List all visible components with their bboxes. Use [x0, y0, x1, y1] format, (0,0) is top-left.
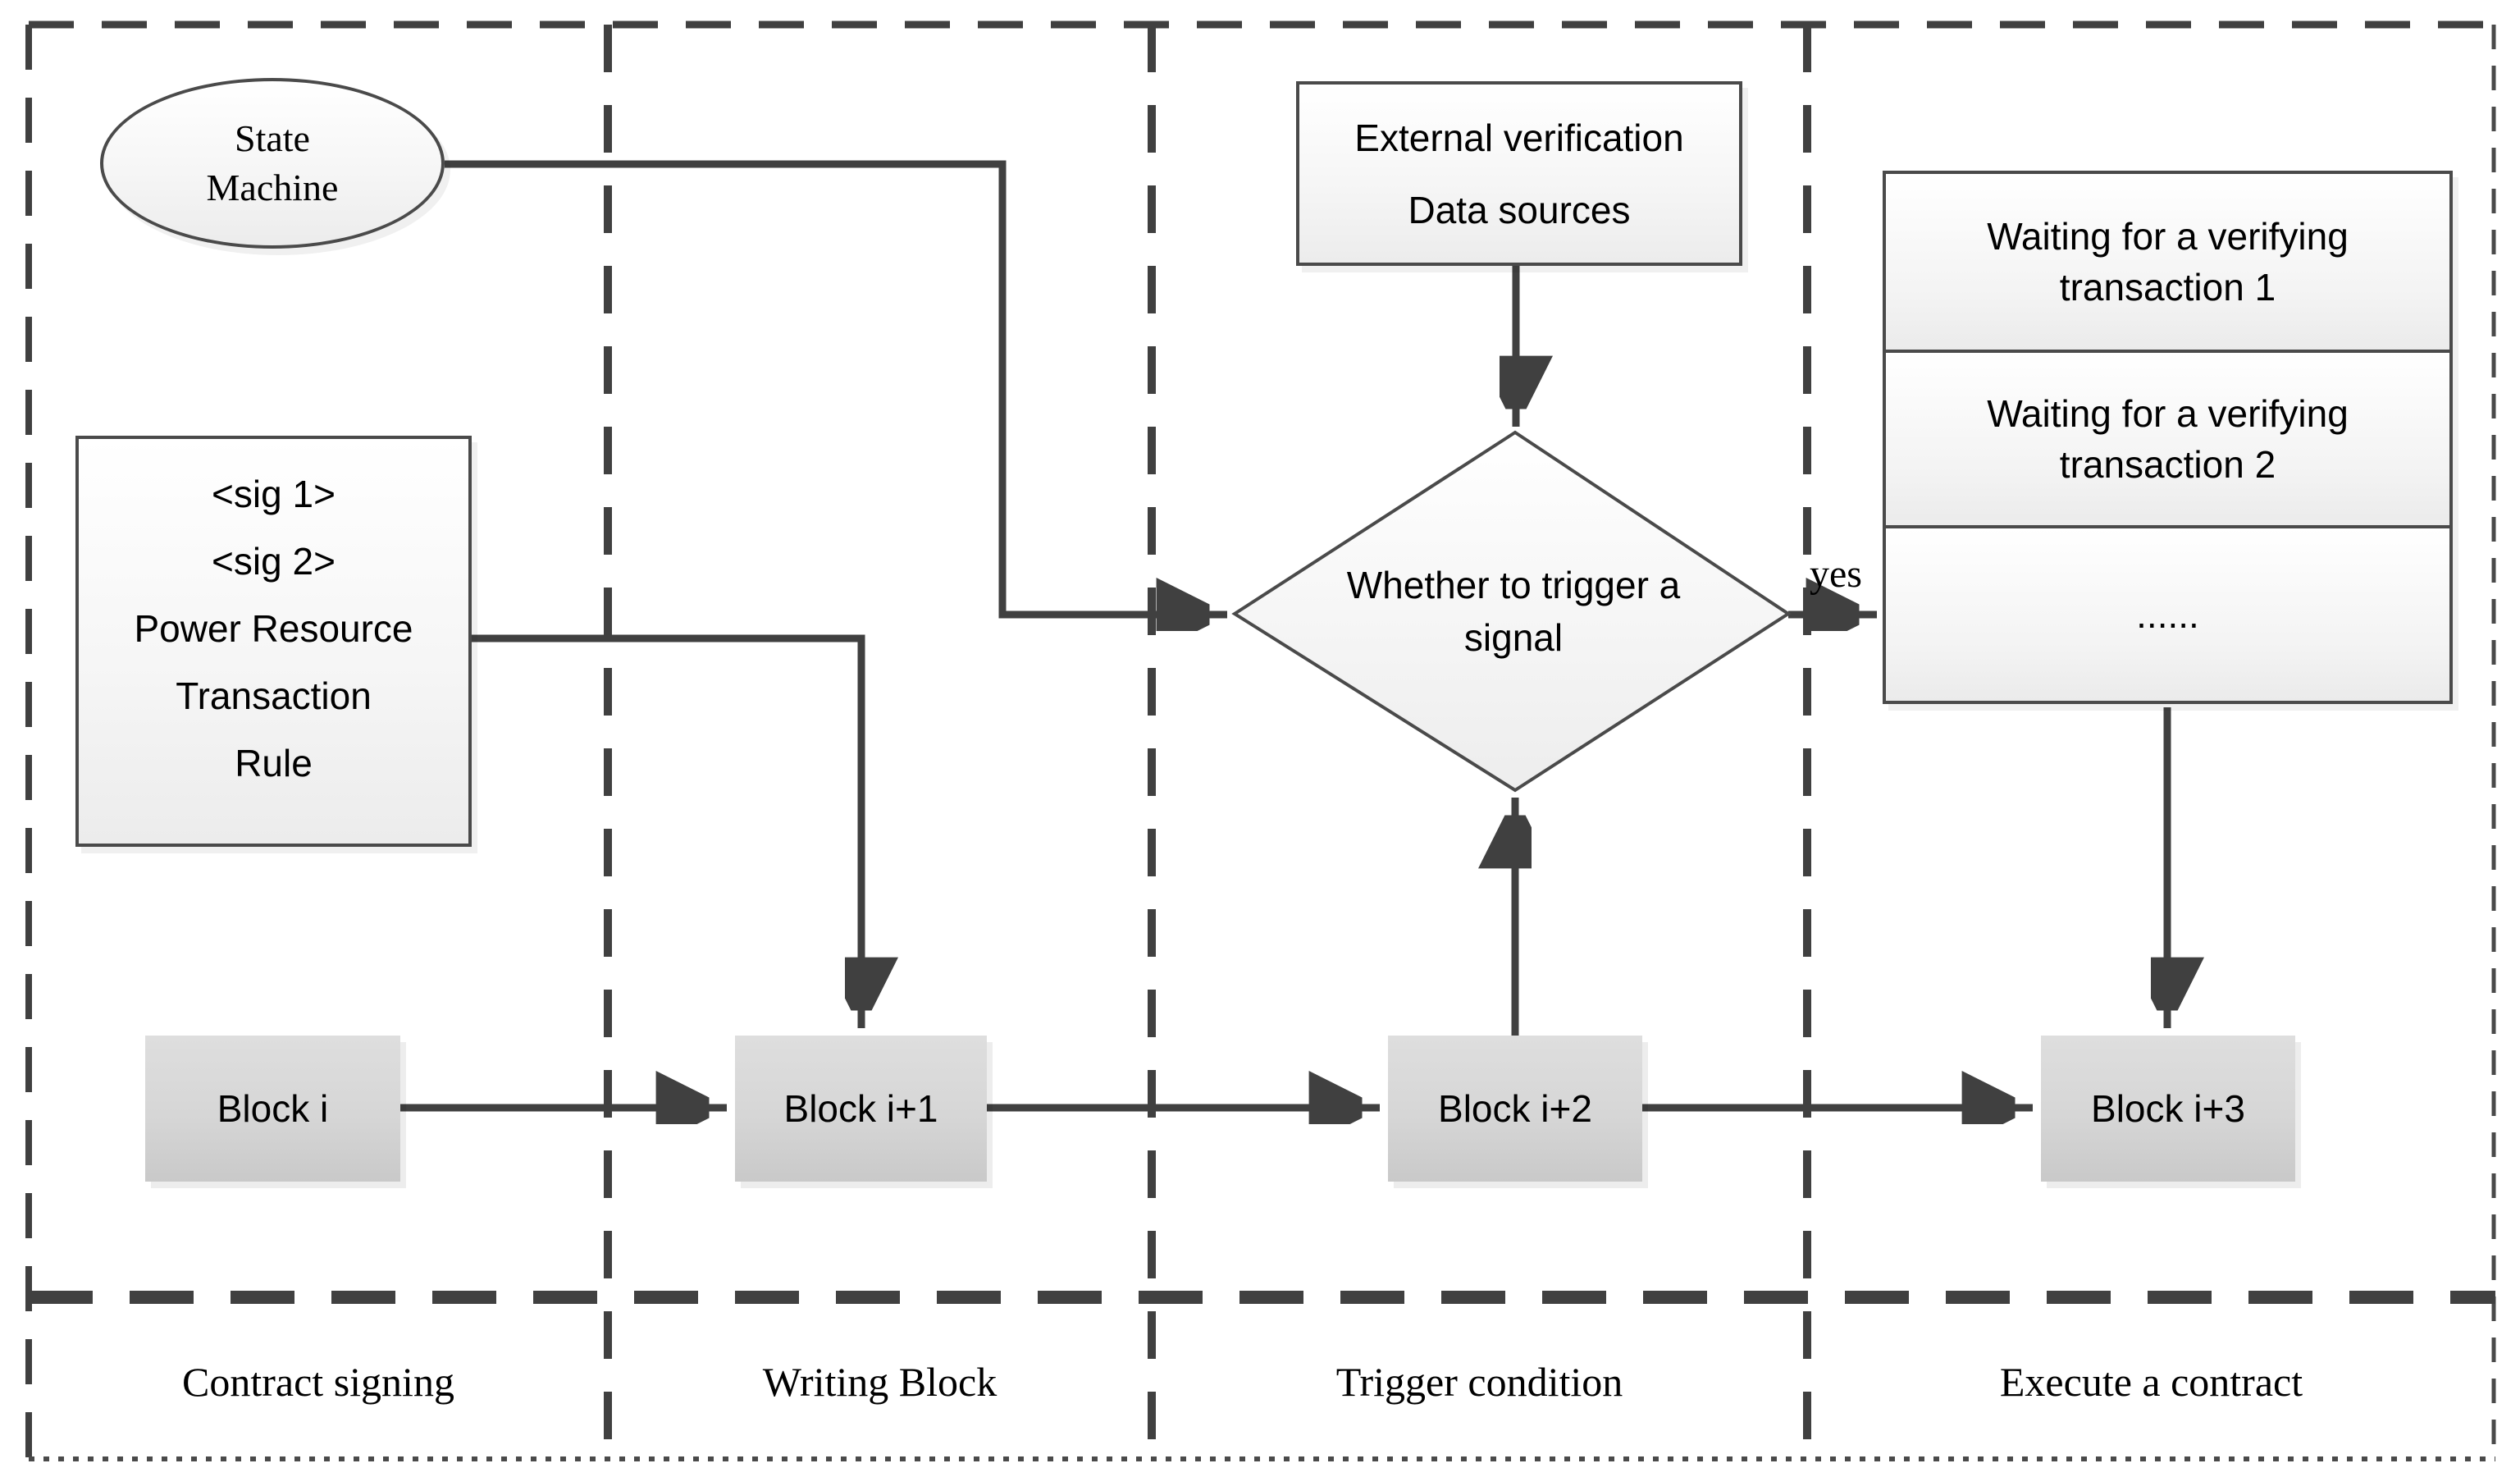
phase-label-writing-block: Writing Block — [762, 1359, 998, 1405]
block-i-node: Block i — [145, 1036, 400, 1182]
sig-line-2: <sig 2> — [212, 540, 336, 583]
block-i3-node: Block i+3 — [2041, 1036, 2295, 1182]
arrow-state-machine-to-decision — [445, 160, 1227, 615]
sig-line-5: Rule — [235, 742, 313, 784]
phase-label-execute-contract: Execute a contract — [1999, 1359, 2303, 1405]
phase-label-contract-signing: Contract signing — [182, 1359, 454, 1405]
state-machine-label: State Machine — [206, 117, 339, 208]
waiting-transaction-list: Waiting for a verifying transaction 1 Wa… — [1883, 171, 2453, 704]
waiting-row-2: Waiting for a verifying transaction 2 — [1886, 350, 2449, 525]
external-line-2: Data sources — [1408, 188, 1631, 231]
external-verification-node: External verification Data sources — [1296, 81, 1742, 266]
sig-line-1: <sig 1> — [212, 473, 336, 515]
yes-edge-label: yes — [1810, 552, 1862, 596]
decision-label: Whether to trigger a signal — [1346, 564, 1681, 659]
sig-line-4: Transaction — [176, 674, 372, 717]
external-line-1: External verification — [1354, 116, 1684, 159]
sig-line-3: Power Resource — [134, 607, 413, 650]
waiting-row-3: ...... — [1886, 525, 2449, 701]
arrow-sig-box-to-block-i1 — [469, 634, 861, 1028]
signature-rule-node: <sig 1> <sig 2> Power Resource Transacti… — [75, 436, 472, 847]
block-i2-node: Block i+2 — [1388, 1036, 1642, 1182]
block-i1-node: Block i+1 — [735, 1036, 987, 1182]
phase-label-trigger-condition: Trigger condition — [1335, 1359, 1623, 1405]
waiting-row-1: Waiting for a verifying transaction 1 — [1886, 174, 2449, 350]
state-machine-node: State Machine — [100, 78, 445, 249]
decision-diamond-shape — [1231, 430, 1792, 793]
